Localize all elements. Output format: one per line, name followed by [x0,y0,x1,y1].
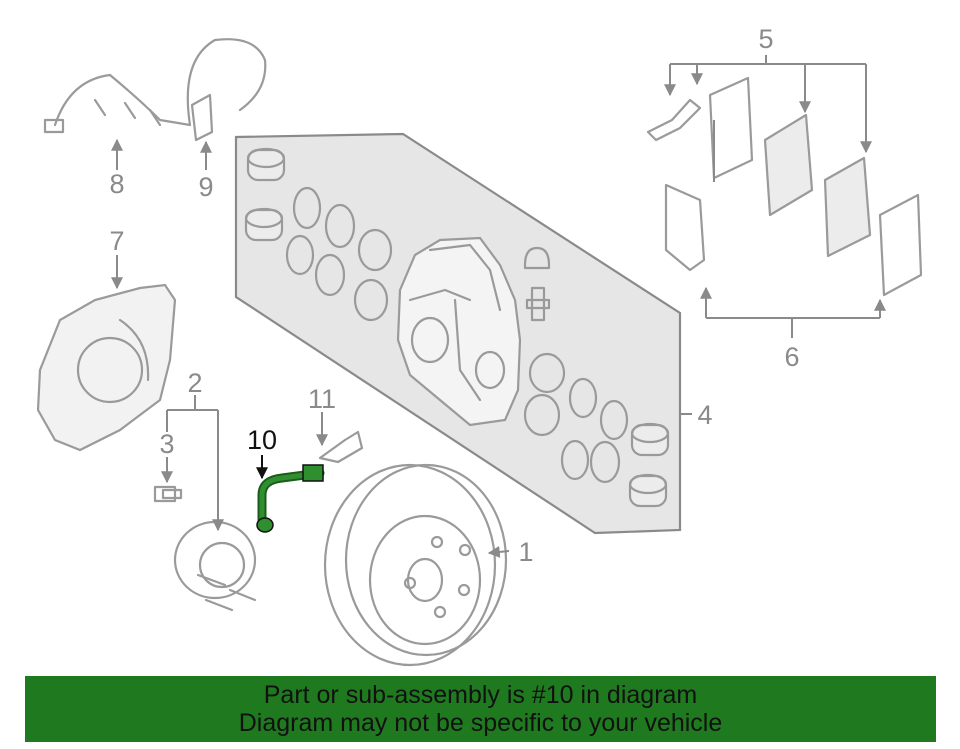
leader-lines [111,55,886,558]
brake-rotor [323,463,508,667]
pad-clip [646,98,702,142]
callout-6: 6 [784,342,799,372]
bleeder-cap [523,246,551,270]
callout-2: 2 [187,368,202,398]
brake-pad-set [646,76,923,297]
callout-8: 8 [109,169,124,199]
anti-rattle-spring [664,183,706,272]
banner-line-2: Diagram may not be specific to your vehi… [238,709,723,737]
hub-bolt [153,485,183,503]
piston-lower [244,207,284,242]
callout-9: 9 [198,172,213,202]
sensor-bracket [190,93,214,142]
piston-seals [285,186,629,484]
piston-right-lower [628,473,668,508]
callout-11: 11 [308,384,336,414]
banner-line-1: Part or sub-assembly is #10 in diagram [263,681,698,709]
caliper-body [396,236,522,427]
brake-hose-highlighted [256,464,325,533]
caliper-assembly-panel [234,132,682,535]
piston-right-upper [630,422,670,457]
callout-3: 3 [159,429,174,459]
piston-upper [246,147,286,182]
dust-shield [36,283,177,452]
info-banner: Part or sub-assembly is #10 in diagram D… [25,676,936,742]
callout-10: 10 [247,425,277,455]
callout-1: 1 [518,537,533,567]
callout-7: 7 [109,226,124,256]
wheel-hub [173,520,257,612]
callout-5: 5 [758,24,773,54]
callout-4: 4 [697,400,712,430]
abs-sensor-harness [43,38,267,134]
hose-bracket [318,430,364,464]
bleeder-screw [525,286,551,322]
